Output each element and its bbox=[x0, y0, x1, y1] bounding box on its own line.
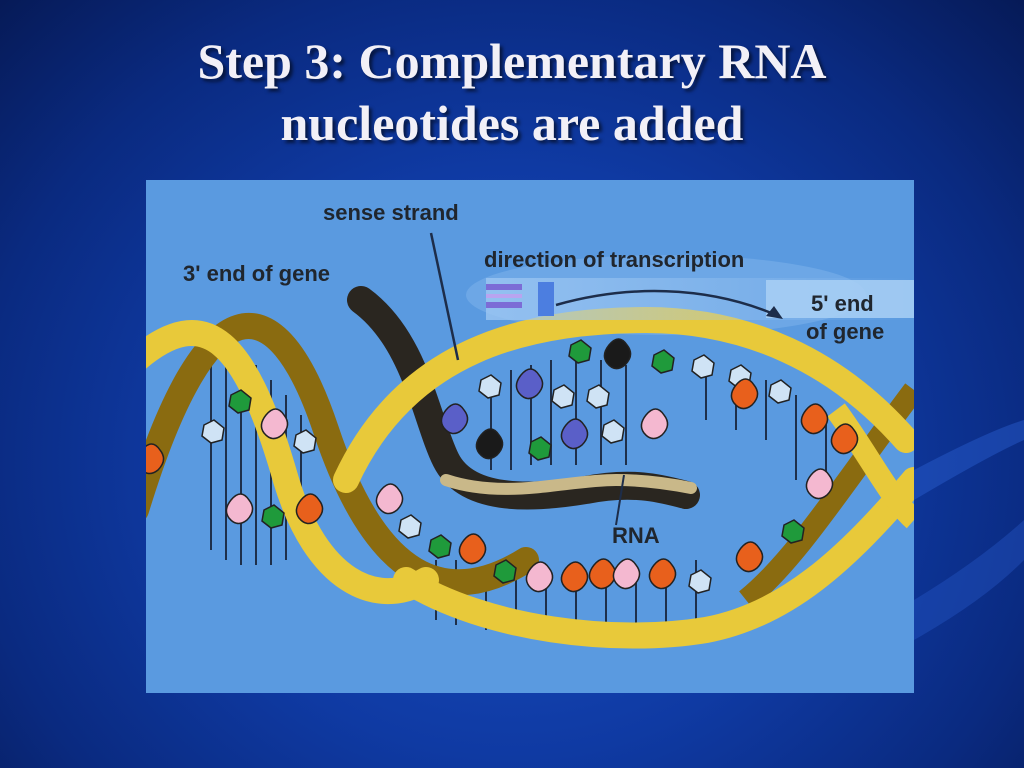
transcription-diagram: sense strand direction of transcription … bbox=[146, 180, 914, 693]
title-line-2: nucleotides are added bbox=[280, 95, 744, 151]
sense-strand-pointer bbox=[429, 232, 460, 361]
nucleotide-bases bbox=[146, 338, 859, 594]
title-line-1: Step 3: Complementary RNA bbox=[197, 33, 827, 89]
label-sense-strand: sense strand bbox=[323, 200, 459, 225]
rna-strand bbox=[440, 473, 697, 495]
dna-strand-back bbox=[146, 312, 539, 596]
label-direction-of-transcription: direction of transcription bbox=[484, 247, 744, 272]
label-5-prime-end-line2: of gene bbox=[806, 319, 884, 344]
label-rna: RNA bbox=[612, 523, 660, 548]
direction-arrow-head bbox=[766, 306, 783, 319]
rna-pointer bbox=[615, 474, 625, 526]
direction-arrow bbox=[555, 289, 777, 317]
label-3-prime-end: 3' end of gene bbox=[183, 261, 330, 286]
label-5-prime-end-line1: 5' end bbox=[811, 291, 874, 316]
dna-strand-front-bottom bbox=[393, 467, 914, 649]
slide-title: Step 3: Complementary RNA nucleotides ar… bbox=[0, 30, 1024, 154]
dna-strand-front-left bbox=[146, 320, 439, 605]
dna-strand-front-top bbox=[333, 306, 914, 493]
